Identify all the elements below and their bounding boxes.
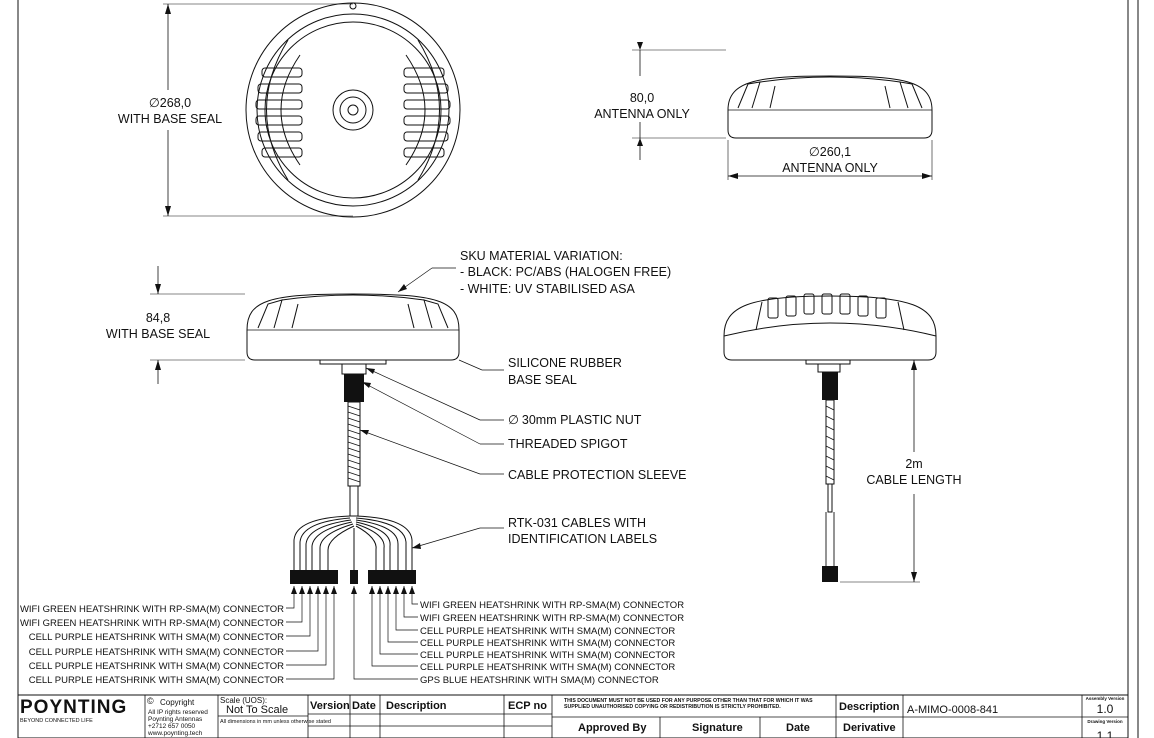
base-height-value: 84,8 — [146, 311, 170, 325]
callout-arrowheads — [360, 368, 421, 549]
approved-by-label: Approved By — [578, 722, 647, 734]
spigot-label: THREADED SPIGOT — [508, 437, 628, 451]
drawing-version-label: Drawing Version — [1087, 719, 1123, 724]
antenna-height-value: 80,0 — [630, 91, 654, 105]
description-value: A-MIMO-0008-841 — [907, 704, 998, 716]
connector-labels-right: WIFI GREEN HEATSHRINK WITH RP-SMA(M) CON… — [420, 600, 684, 686]
description-label: Description — [839, 701, 900, 713]
material-title: SKU MATERIAL VARIATION: — [460, 249, 623, 263]
connector-right-label: GPS BLUE HEATSHRINK WITH SMA(M) CONNECTO… — [420, 675, 659, 686]
svg-text:∅30mm PLASTIC NUT: ∅30mm PLASTIC NUT — [508, 413, 642, 427]
connector-left-label: CELL PURPLE HEATSHRINK WITH SMA(M) CONNE… — [29, 647, 284, 658]
nut-label: 30mm PLASTIC NUT — [522, 413, 642, 427]
document-notice: THIS DOCUMENT MUST NOT BE USED FOR ANY P… — [564, 698, 813, 710]
connector-right-label: CELL PURPLE HEATSHRINK WITH SMA(M) CONNE… — [420, 638, 675, 649]
cables-label-line2: IDENTIFICATION LABELS — [508, 532, 657, 546]
material-black: - BLACK: PC/ABS (HALOGEN FREE) — [460, 265, 671, 279]
antenna-diameter-note: ANTENNA ONLY — [782, 161, 878, 175]
cable-length-value: 2m — [905, 457, 922, 471]
approval-date-label: Date — [786, 722, 810, 734]
scale-value: Not To Scale — [226, 704, 288, 716]
connector-leaders — [286, 586, 418, 680]
cable-length-note: CABLE LENGTH — [866, 473, 961, 487]
connector-right-label: CELL PURPLE HEATSHRINK WITH SMA(M) CONNE… — [420, 650, 675, 661]
antenna-diameter-value: 260,1 — [820, 145, 851, 159]
top-view-diameter-note: WITH BASE SEAL — [118, 112, 222, 126]
units-note: All dimensions in mm unless otherwise st… — [220, 719, 331, 725]
connector-left-label: CELL PURPLE HEATSHRINK WITH SMA(M) CONNE… — [29, 661, 284, 672]
svg-text:∅268,0: ∅268,0 — [149, 96, 191, 110]
diameter-symbol: ∅ — [149, 96, 160, 110]
copyright-label: Copyright — [160, 698, 195, 707]
antenna-height-note: ANTENNA ONLY — [594, 107, 690, 121]
company-phone: +2712 657 0050 — [148, 723, 196, 730]
front-view-with-cable: 2m CABLE LENGTH — [723, 293, 962, 583]
antenna-diameter-symbol: ∅ — [809, 145, 820, 159]
signature-label: Signature — [692, 722, 743, 734]
assembly-version-label: Assembly Version — [1086, 696, 1125, 701]
connector-right-label: CELL PURPLE HEATSHRINK WITH SMA(M) CONNE… — [420, 662, 675, 673]
rights-reserved: All IP rights reserved — [148, 709, 208, 716]
material-white: - WHITE: UV STABILISED ASA — [460, 282, 635, 296]
base-height-note: WITH BASE SEAL — [106, 327, 210, 341]
cables-label-line1: RTK-031 CABLES WITH — [508, 516, 646, 530]
connector-arrowheads — [291, 586, 415, 594]
top-view: ∅268,0 WITH BASE SEAL — [118, 2, 461, 218]
col-date: Date — [352, 700, 376, 712]
copyright-symbol: © — [147, 696, 154, 706]
top-view-diameter-value: 268,0 — [160, 96, 191, 110]
derivative-label: Derivative — [843, 722, 896, 734]
col-ecp: ECP no — [508, 700, 547, 712]
company-name: Poynting Antennas — [148, 716, 203, 723]
col-version: Version — [310, 700, 350, 712]
nut-diameter-symbol: ∅ — [508, 413, 519, 427]
connector-left-label: WIFI GREEN HEATSHRINK WITH RP-SMA(M) CON… — [20, 618, 284, 629]
col-description: Description — [386, 700, 447, 712]
callout-leaders — [359, 359, 504, 549]
material-note: SKU MATERIAL VARIATION: - BLACK: PC/ABS … — [397, 249, 671, 296]
company-web: www.poynting.tech — [147, 730, 203, 737]
poynting-tagline: BEYOND CONNECTED LIFE — [20, 718, 93, 724]
scale-label: Scale (UOS): — [220, 696, 267, 705]
connector-labels-left: WIFI GREEN HEATSHRINK WITH RP-SMA(M) CON… — [20, 604, 284, 686]
connector-right-label: WIFI GREEN HEATSHRINK WITH RP-SMA(M) CON… — [420, 613, 684, 624]
sleeve-label: CABLE PROTECTION SLEEVE — [508, 468, 687, 482]
side-view-with-cables: 84,8 WITH BASE SEAL — [106, 266, 460, 584]
title-block: POYNTING BEYOND CONNECTED LIFE © Copyrig… — [17, 694, 1129, 738]
assembly-version: 1.0 — [1097, 702, 1114, 716]
drawing-version: 1.1 — [1097, 729, 1114, 738]
connector-left-label: CELL PURPLE HEATSHRINK WITH SMA(M) CONNE… — [29, 632, 284, 643]
svg-text:∅260,1: ∅260,1 — [809, 145, 851, 159]
connector-right-label: WIFI GREEN HEATSHRINK WITH RP-SMA(M) CON… — [420, 600, 684, 611]
seal-label-line2: BASE SEAL — [508, 373, 577, 387]
connector-left-label: WIFI GREEN HEATSHRINK WITH RP-SMA(M) CON… — [20, 604, 284, 615]
seal-label-line1: SILICONE RUBBER — [508, 356, 622, 370]
poynting-logo: POYNTING — [20, 697, 127, 718]
side-view-antenna-only: 80,0 ANTENNA ONLY ∅260,1 ANTENNA ONLY — [594, 42, 933, 180]
connector-left-label: CELL PURPLE HEATSHRINK WITH SMA(M) CONNE… — [29, 675, 284, 686]
connector-right-label: CELL PURPLE HEATSHRINK WITH SMA(M) CONNE… — [420, 626, 675, 637]
